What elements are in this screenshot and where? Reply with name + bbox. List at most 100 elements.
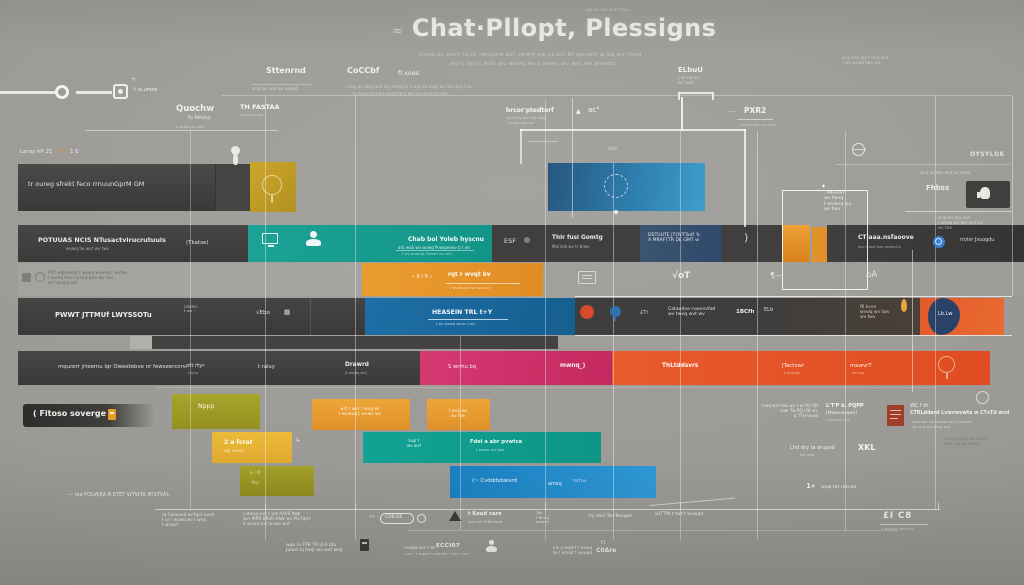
bar-row5-dark bbox=[18, 351, 420, 385]
top-rule bbox=[222, 95, 1012, 96]
label-underline bbox=[252, 84, 312, 85]
bar-row2-dark2-sub: Mal brb wv tr brwv bbox=[552, 244, 590, 249]
pill-fitoso bbox=[23, 404, 155, 427]
bar-row4-blue-label: HEASEIN TRL t+Y bbox=[432, 309, 493, 316]
footnote-eicb-sub: t wvq wv twv wvt bbox=[882, 527, 914, 531]
person-icon-body bbox=[306, 239, 321, 246]
label-hrcor: hrcor'ptedtorf bbox=[506, 107, 554, 114]
oval-outline bbox=[380, 513, 414, 524]
bar-row2-navy bbox=[640, 225, 722, 262]
bar-row2-dark4-sub: wvr t wvt twv wvwvt b bbox=[858, 244, 901, 249]
row4-elb-label: ELb bbox=[764, 307, 774, 313]
row4-icon-stack: ⟨SSMC⟩ t wv ◦ bbox=[184, 304, 198, 314]
label-lhd: Lhd dry ta aruped bbox=[790, 445, 835, 451]
bar-yellow-fcrat bbox=[212, 432, 292, 463]
monitor-icon bbox=[262, 233, 278, 244]
footnote-7: w/TTW t twt t wvwqd bbox=[655, 512, 704, 517]
glyph-vebo: √Ebo bbox=[256, 310, 270, 316]
blue-circle-icon bbox=[610, 306, 621, 317]
card-icon-outline bbox=[578, 271, 596, 284]
row4-lblw-label: Lb.Lw bbox=[938, 311, 953, 317]
label-xkl: XKL bbox=[858, 443, 876, 452]
teal-lower-sub: t wvwv wv twv bbox=[476, 447, 505, 452]
label-quochw: Quochw bbox=[176, 104, 215, 114]
row5-underline bbox=[155, 387, 935, 388]
person-icon-head bbox=[310, 231, 317, 238]
eicb-underline bbox=[880, 524, 928, 525]
row5-drawrd-label: Drawrd bbox=[345, 362, 369, 368]
timeline-step-dot bbox=[118, 89, 123, 94]
bar-row4-label: PWWT JTTMUf LWYSSOTu bbox=[55, 311, 152, 319]
azure-label2: amsq bbox=[548, 481, 562, 487]
monitor-stand bbox=[268, 245, 274, 247]
note-icon-ring bbox=[35, 272, 45, 282]
card-top-note: wvq wv twv wvt wv twvq bbox=[920, 170, 970, 175]
label-pxr2: PXR2 bbox=[744, 106, 767, 115]
label-flxoes: fl xoes bbox=[398, 69, 420, 77]
bar-row2-teal-sub2: t wv wvwvqt Pwvwv wv twv bbox=[402, 252, 452, 256]
right-stack-2b: [Mqwvwvqwv] bbox=[826, 411, 858, 416]
bar-row5-magenta bbox=[420, 351, 612, 385]
row3-underline bbox=[446, 283, 520, 284]
right-stack-1: rrwq wre tvb wv t w PQ rQt wwr Tw PQ rQt… bbox=[761, 403, 818, 418]
connector-v bbox=[520, 129, 522, 164]
gridline-v bbox=[613, 163, 614, 540]
arc-glyph: ) bbox=[744, 231, 749, 244]
row5-orange-label1: ThLtddsvrs bbox=[662, 363, 699, 369]
bar-row2-teal-sub1: arb wvb wv wvwq Pvwqwvwv b t wv bbox=[398, 245, 471, 250]
row4-1bc-label: 1BCfh bbox=[736, 309, 755, 315]
bracket-top bbox=[678, 92, 714, 94]
header: ≈ Chat·Pllopt, Plessigns bbox=[392, 14, 716, 42]
row4blue-underline bbox=[428, 319, 508, 320]
right-stack-2: L'T'P b. PQPP bbox=[826, 403, 864, 409]
bar-row1-label: tr oureg sfrekt feco rrnuunGprM GM bbox=[28, 180, 145, 188]
row5-magenta-label2: mwnq_) bbox=[560, 363, 586, 369]
axis-tick bbox=[265, 503, 266, 510]
label-quochw-tiny: t wvwq wv twv bbox=[176, 124, 205, 129]
yellow-drop-marker bbox=[901, 299, 907, 312]
row5-orange-label2-sub: t wvq wv bbox=[784, 371, 801, 375]
footnote-eicb: £I C8 bbox=[883, 511, 913, 521]
hand-icon bbox=[980, 187, 990, 199]
person-icon-bottom-head bbox=[489, 540, 494, 545]
footnote-6: rty twrt TwvTwvqwt bbox=[588, 514, 633, 519]
ring-icon-stem bbox=[946, 373, 948, 379]
bar-fcrat-sub: aqr wvwv bbox=[224, 448, 245, 453]
dashed-ring-icon bbox=[604, 174, 628, 198]
bar-row1-separator bbox=[215, 164, 216, 211]
bar-row5-redorange bbox=[612, 351, 990, 385]
timeline-step-icon bbox=[113, 84, 128, 99]
page-title: Chat·Pllopt, Plessigns bbox=[411, 14, 717, 42]
bar-row2-dark2 bbox=[492, 225, 640, 262]
rule-right2 bbox=[905, 211, 1012, 212]
strip-light bbox=[130, 336, 152, 349]
azure-label: (~ Cvdddsbwvrd bbox=[472, 478, 517, 484]
label-esf: ESF bbox=[504, 237, 516, 245]
label-sttenrnd: Sttenrnd bbox=[266, 66, 306, 75]
row5-drawrd-sub: (t wvwq wv) bbox=[345, 371, 367, 375]
doc-icon-line bbox=[890, 414, 901, 415]
glyph-pilcrow: ¶— bbox=[770, 271, 784, 280]
gridline-v bbox=[190, 131, 191, 511]
bar-row2-right-label: rrotvr Jvuogdu bbox=[960, 238, 995, 243]
teal-underline bbox=[396, 250, 474, 251]
bar-row4-dark2 bbox=[575, 298, 920, 335]
footnote-71: 71 bbox=[600, 541, 606, 546]
hand-icon-thumb bbox=[977, 192, 980, 198]
label-laroy-orange: (P 2 bbox=[57, 149, 68, 155]
rule-left bbox=[85, 130, 278, 131]
strip-dark bbox=[152, 336, 558, 349]
hrcor-underline bbox=[528, 141, 558, 142]
doc-icon-red bbox=[887, 405, 904, 426]
bar-row2-dark4 bbox=[827, 225, 1024, 262]
person-icon-bottom-body bbox=[486, 546, 497, 552]
bar-row1-dark bbox=[18, 164, 215, 211]
bar-teal-lower bbox=[363, 432, 601, 463]
bar-row5-label: mqurerr jrteemu Iqr Oweetebve nr fewseer… bbox=[58, 364, 186, 370]
timeline-node-ring bbox=[55, 85, 69, 99]
doc-icon-line bbox=[890, 410, 901, 411]
bar-nppp-label: Nppp bbox=[198, 403, 215, 410]
bar-row2-label1-sub: wvwq tw wvt wv twv bbox=[66, 246, 110, 251]
label-elbuu-sub: t wvwq wv wv twvt bbox=[678, 75, 700, 85]
